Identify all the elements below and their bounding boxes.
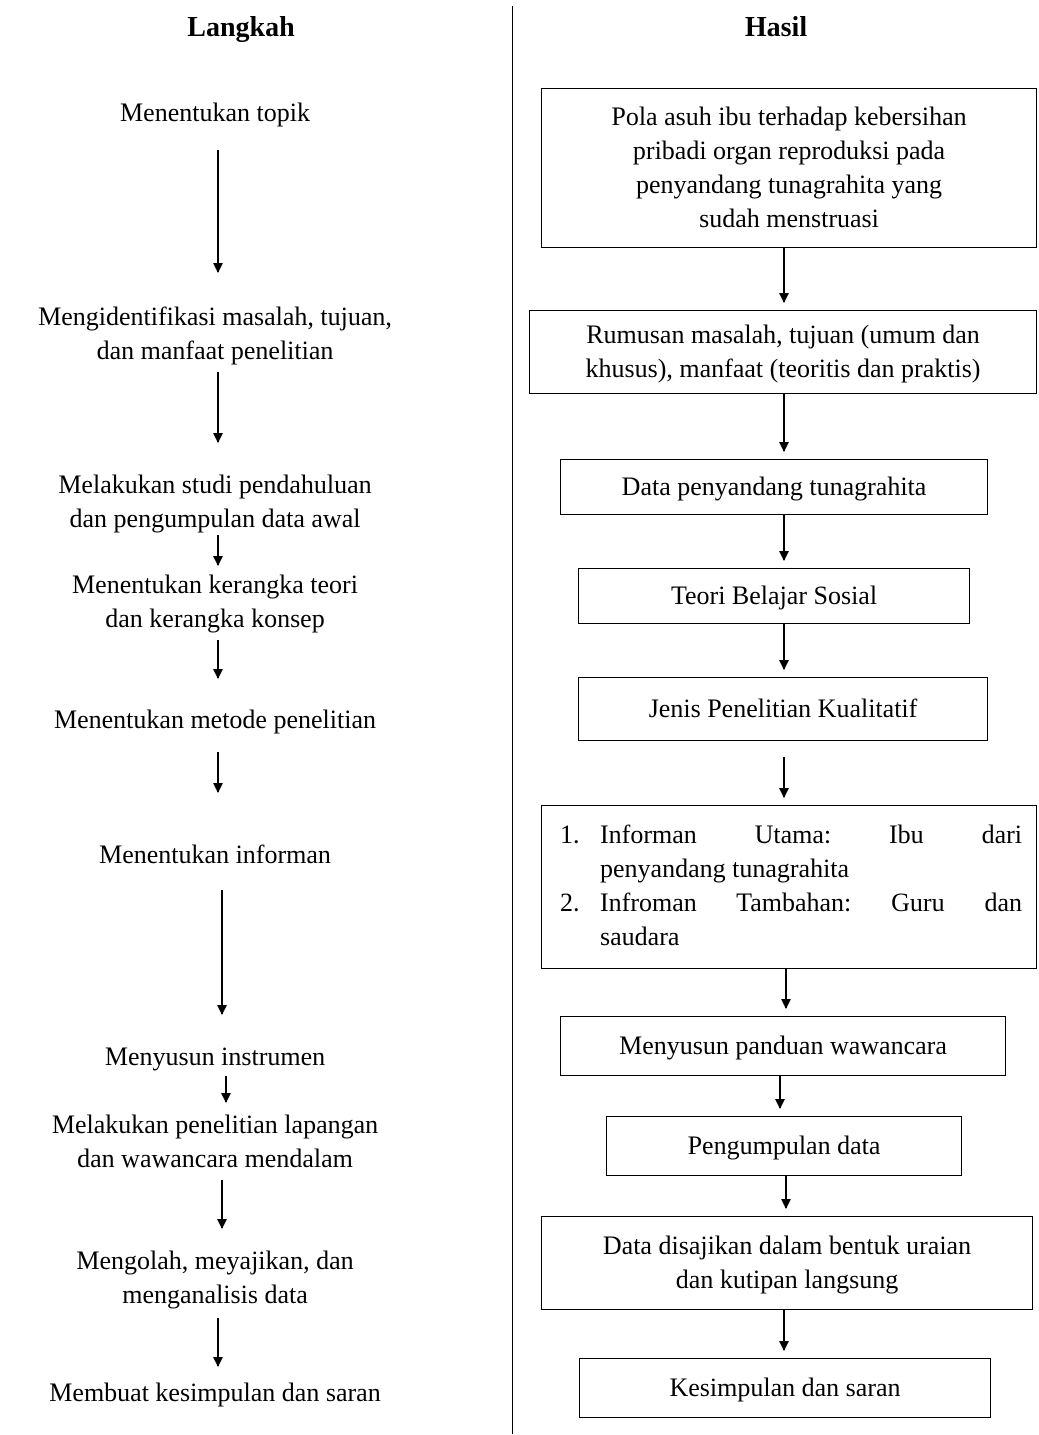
result-box-informan: 1. Informan Utama: Ibu dari penyandang t… [541,805,1037,969]
step-menyusun-instrumen: Menyusun instrumen [104,1042,326,1071]
result-box-kesimpulan: Kesimpulan dan saran [579,1358,991,1418]
result-box-teori: Teori Belajar Sosial [578,568,970,624]
result-box-pengumpulan-data: Pengumpulan data [606,1116,962,1176]
step-metode-penelitian: Menentukan metode penelitian [53,705,376,734]
step-kesimpulan-saran: Membuat kesimpulan dan saran [49,1378,381,1407]
result-box-jenis-penelitian: Jenis Penelitian Kualitatif [578,677,988,741]
informan-item-2: 2. Infroman Tambahan: Guru dan saudara [560,888,1022,951]
step-identifikasi-masalah: Mengidentifikasi masalah, tujuan,dan man… [38,302,392,365]
step-menentukan-informan: Menentukan informan [99,840,331,869]
column-divider [512,6,513,1434]
header-langkah: Langkah [187,12,295,43]
result-box-panduan-wawancara: Menyusun panduan wawancara [560,1016,1006,1076]
step-menentukan-topik: Menentukan topik [120,98,310,127]
informan-item-1: 1. Informan Utama: Ibu dari penyandang t… [560,820,1022,883]
result-box-data-penyandang: Data penyandang tunagrahita [560,459,988,515]
header-hasil: Hasil [744,12,808,43]
